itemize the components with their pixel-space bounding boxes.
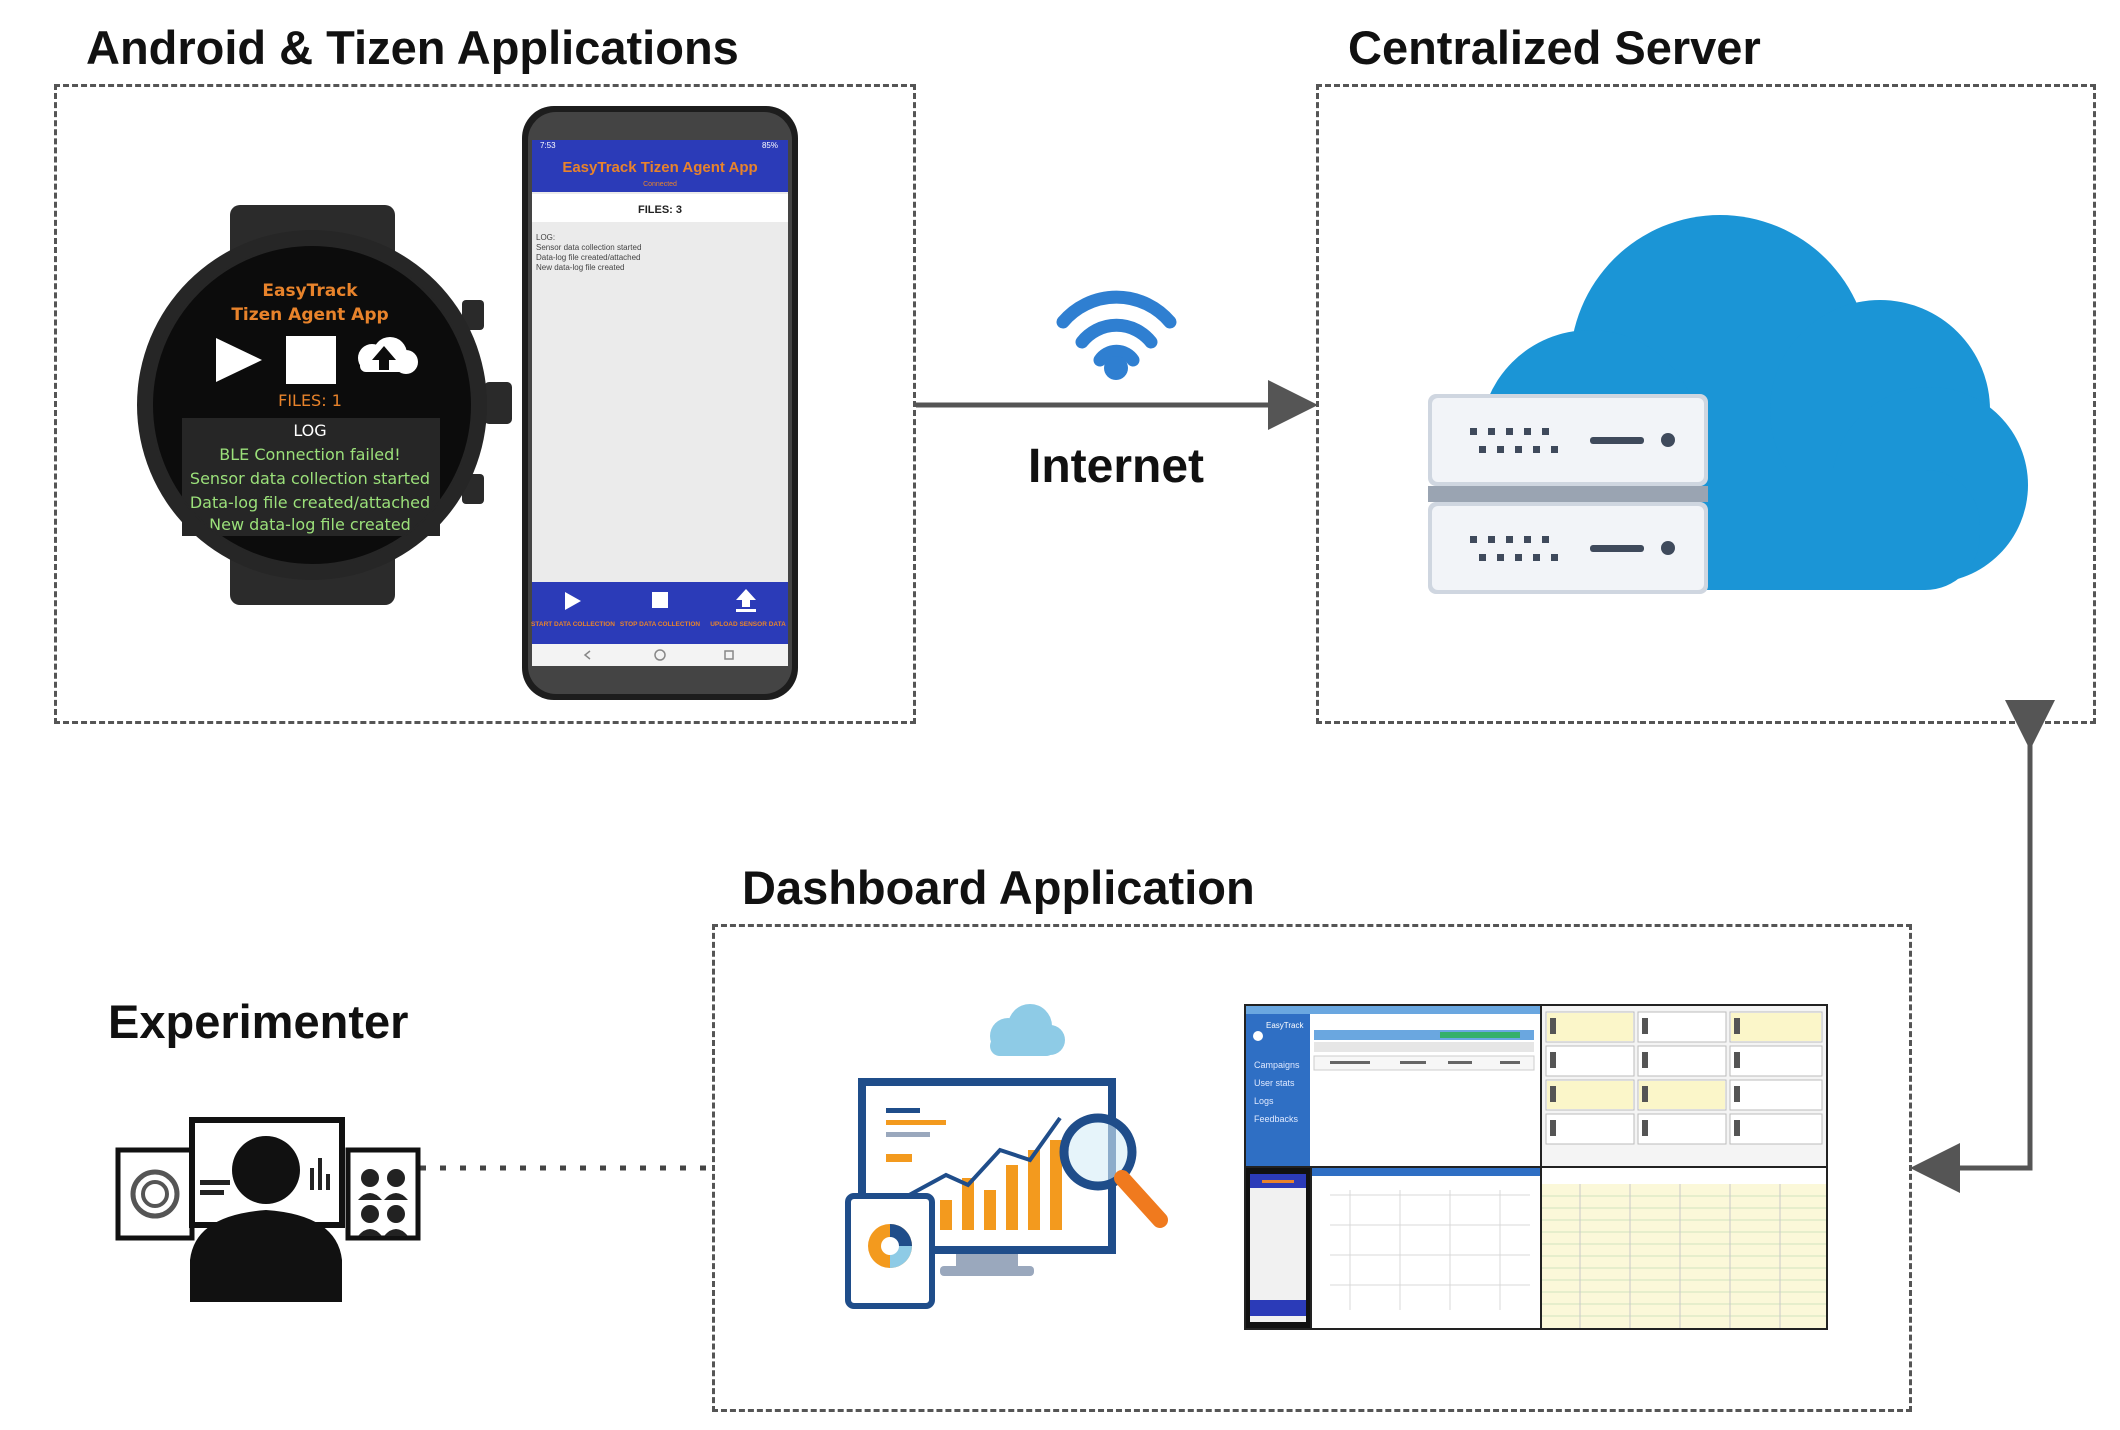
watch-crown bbox=[484, 382, 512, 424]
phone-status-time: 7:53 bbox=[540, 141, 556, 150]
phone-app-title: EasyTrack Tizen Agent App bbox=[562, 159, 757, 176]
phone-files: FILES: 3 bbox=[638, 204, 682, 216]
dashboard-sidebar-title: EasyTrack bbox=[1266, 1021, 1304, 1030]
experimenter-icon bbox=[115, 1117, 421, 1302]
phone-stop-label: STOP DATA COLLECTION bbox=[620, 621, 700, 628]
apps-section-title: Android & Tizen Applications bbox=[86, 21, 739, 74]
watch-stop-icon bbox=[286, 336, 336, 384]
tablet-icon bbox=[845, 1193, 935, 1309]
phone-start-label: START DATA COLLECTION bbox=[531, 621, 615, 628]
watch-button-top bbox=[462, 300, 484, 330]
watch-app-title-2: Tizen Agent App bbox=[231, 305, 388, 325]
phone-log-line-4: New data-log file created bbox=[536, 263, 625, 272]
phone-header bbox=[532, 150, 788, 192]
phone-connection-status: Connected bbox=[643, 181, 677, 188]
watch-upload-icon bbox=[358, 337, 418, 374]
phone-back-icon bbox=[583, 650, 591, 660]
server-dashboard-arrow bbox=[1910, 700, 2055, 1193]
phone-status-battery: 85% bbox=[762, 141, 778, 150]
phone-files-bar bbox=[532, 194, 788, 222]
server-rack-icon bbox=[1428, 394, 1708, 594]
internet-label: Internet bbox=[1028, 440, 1204, 493]
analytics-illustration bbox=[845, 1004, 1168, 1309]
phone-status-bar bbox=[532, 140, 788, 150]
smartphone: 7:53 85% EasyTrack Tizen Agent App Conne… bbox=[522, 106, 798, 700]
phone-upload-label: UPLOAD SENSOR DATA bbox=[710, 621, 786, 628]
dashboard-menu-campaigns: Campaigns bbox=[1254, 1060, 1300, 1070]
wifi-icon bbox=[1056, 290, 1177, 380]
dashboard-screens-collage: EasyTrack Campaigns User stats Logs Feed… bbox=[1244, 1004, 1828, 1330]
phone-recents-icon bbox=[724, 650, 734, 660]
small-cloud-icon bbox=[990, 1004, 1065, 1056]
phone-log-line-2: Sensor data collection started bbox=[536, 243, 641, 252]
phone-upload-icon bbox=[736, 589, 756, 612]
phone-stop-icon bbox=[652, 592, 668, 608]
dashboard-menu-user-stats: User stats bbox=[1254, 1078, 1295, 1088]
watch-log-panel bbox=[182, 418, 440, 536]
smartwatch: EasyTrack Tizen Agent App FILES: 1 LOG B… bbox=[137, 205, 512, 605]
bar-chart-icon bbox=[940, 1140, 1062, 1230]
dashboard-menu-feedbacks: Feedbacks bbox=[1254, 1114, 1299, 1124]
experimenter-title: Experimenter bbox=[108, 995, 409, 1048]
server-vent-dots bbox=[1470, 428, 1558, 561]
phone-log-line-3: Data-log file created/attached bbox=[536, 253, 641, 262]
magnifier-icon bbox=[1059, 1113, 1168, 1228]
watch-log-line-3: Data-log file created/attached bbox=[190, 493, 430, 512]
watch-files: FILES: 1 bbox=[278, 391, 342, 410]
dashboard-section-title: Dashboard Application bbox=[742, 861, 1255, 914]
phone-home-icon bbox=[654, 649, 666, 661]
watch-play-icon bbox=[216, 338, 262, 382]
watch-log-line-4: New data-log file created bbox=[209, 515, 411, 534]
watch-log-line-1: BLE Connection failed! bbox=[219, 445, 400, 464]
phone-action-bar bbox=[532, 582, 788, 644]
phone-screen bbox=[532, 140, 788, 660]
apps-box bbox=[54, 84, 916, 724]
phone-nav-bar bbox=[532, 644, 788, 666]
server-section-title: Centralized Server bbox=[1348, 21, 1761, 74]
dashboard-menu-logs: Logs bbox=[1254, 1096, 1274, 1106]
watch-log-line-2: Sensor data collection started bbox=[190, 469, 430, 488]
phone-log-line-1: LOG: bbox=[536, 233, 555, 242]
watch-log-header: LOG bbox=[293, 421, 326, 440]
phone-start-icon bbox=[565, 592, 581, 610]
watch-app-title-1: EasyTrack bbox=[262, 281, 358, 301]
